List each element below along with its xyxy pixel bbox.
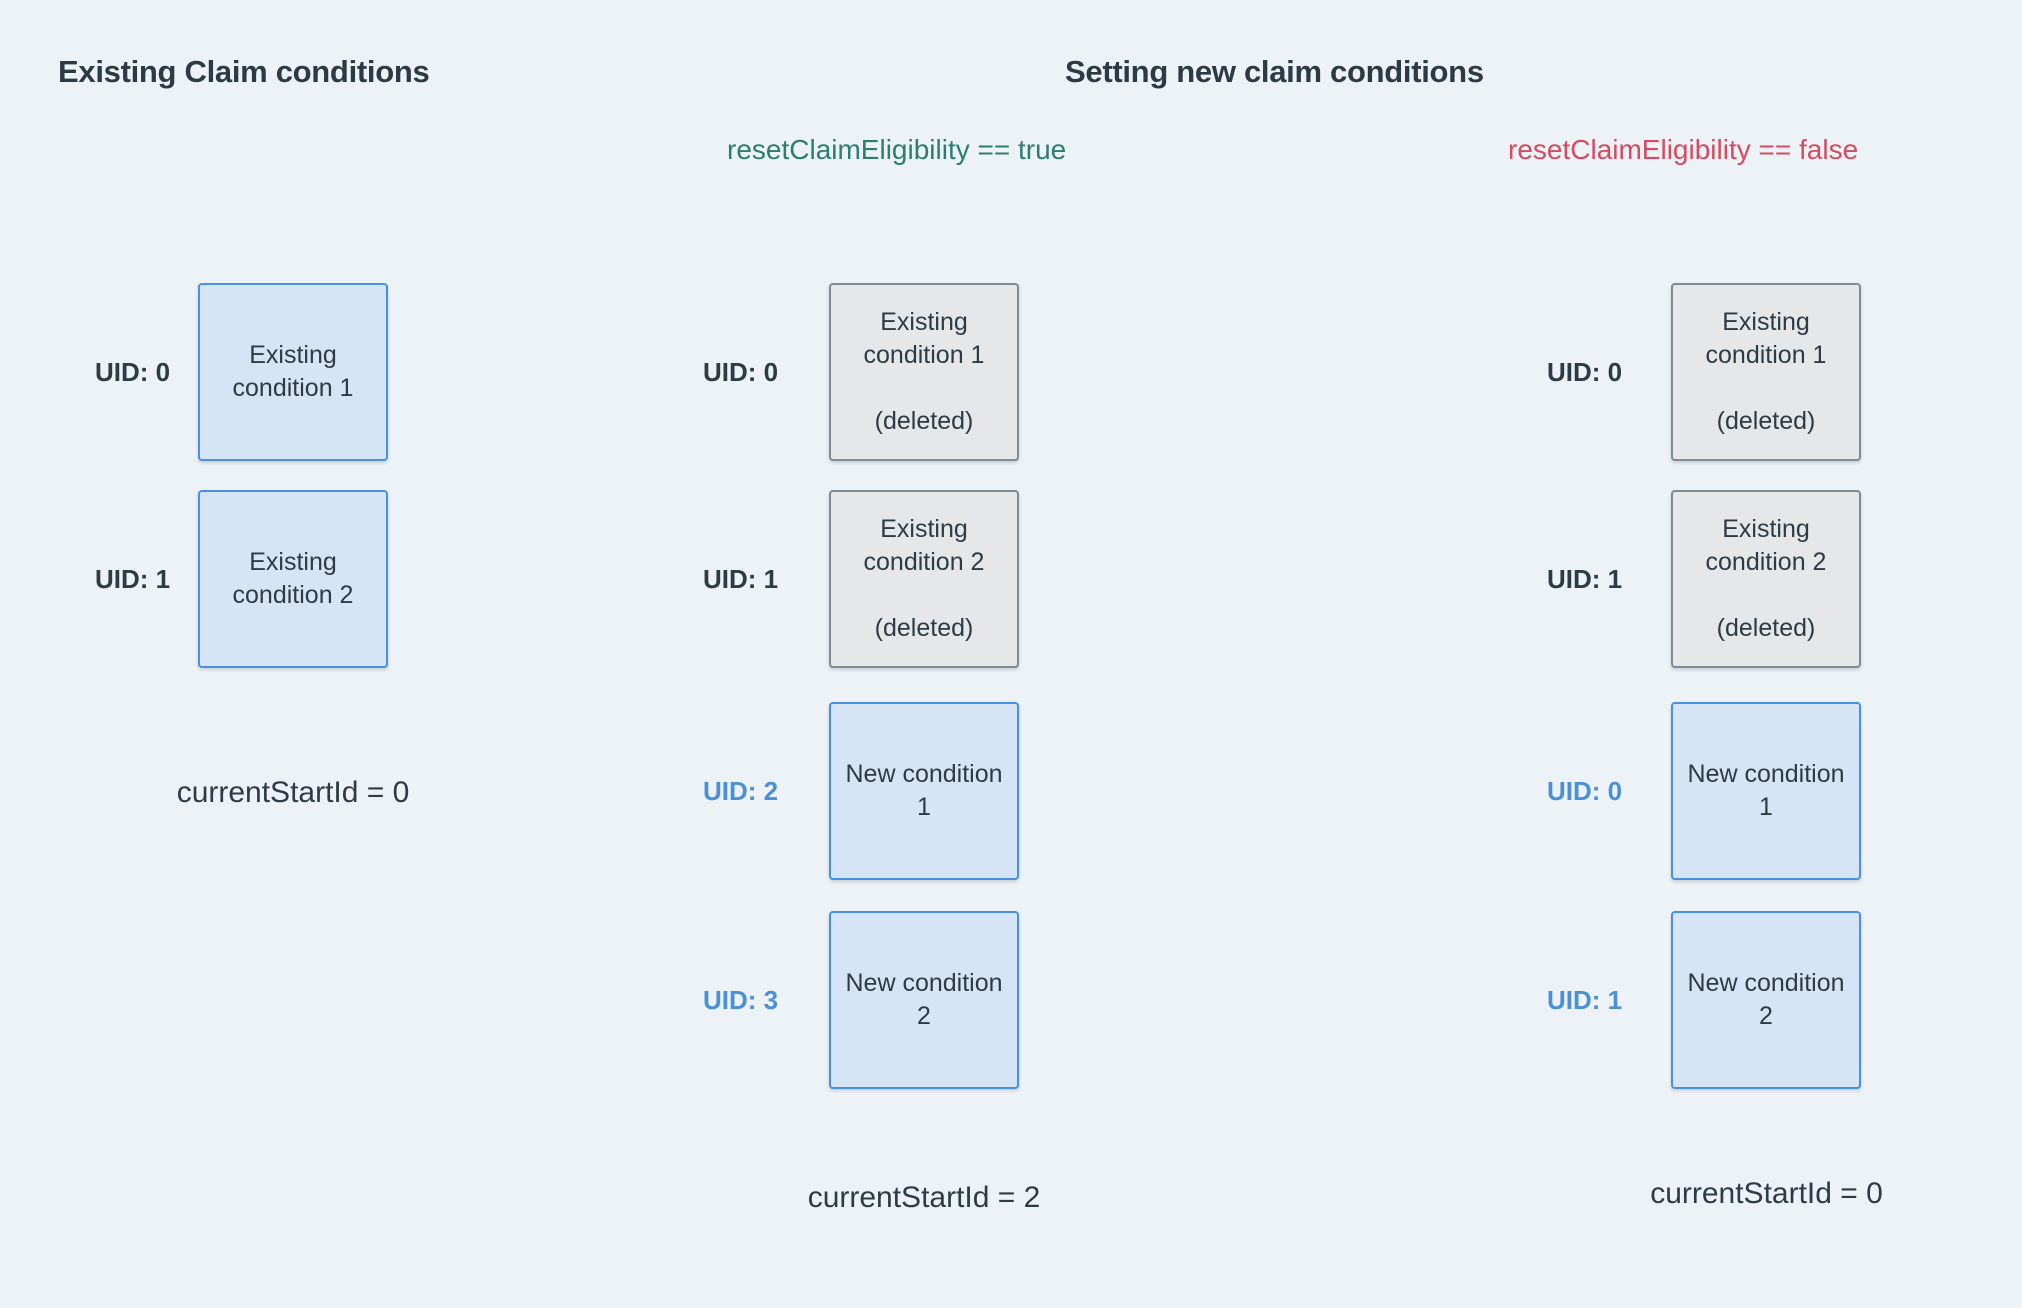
uid-label-true-row4: UID: 3 — [703, 984, 779, 1015]
current-start-id-existing: currentStartId = 0 — [176, 776, 410, 809]
uid-label-false-row3: UID: 0 — [1547, 775, 1623, 806]
box-text-line: New condition — [845, 969, 1003, 997]
uid-label-existing-row2: UID: 1 — [95, 563, 171, 594]
subtitle-reset-eligibility-false: resetClaimEligibility == false — [1508, 134, 1859, 165]
box-deleted-label: (deleted) — [874, 407, 974, 435]
condition-box-false-new-1: New condition 1 — [1671, 702, 1861, 880]
box-text-line: condition 1 — [232, 374, 354, 402]
condition-box-false-deleted-1: Existing condition 1 (deleted) — [1671, 283, 1861, 461]
box-text-line: condition 2 — [863, 548, 985, 576]
box-text-line: condition 1 — [863, 341, 985, 369]
condition-box-existing-2: Existing condition 2 — [198, 490, 388, 668]
condition-box-true-deleted-1: Existing condition 1 (deleted) — [829, 283, 1019, 461]
box-text-line: New condition — [845, 760, 1003, 788]
condition-box-existing-1: Existing condition 1 — [198, 283, 388, 461]
box-text-line: Existing — [1722, 308, 1810, 336]
condition-box-true-new-2: New condition 2 — [829, 911, 1019, 1089]
uid-label-false-row1: UID: 0 — [1547, 356, 1623, 387]
uid-label-false-row2: UID: 1 — [1547, 563, 1623, 594]
box-text-line: 1 — [1759, 793, 1773, 821]
uid-label-true-row1: UID: 0 — [703, 356, 779, 387]
box-text-line: New condition — [1687, 760, 1845, 788]
condition-box-false-new-2: New condition 2 — [1671, 911, 1861, 1089]
condition-box-true-new-1: New condition 1 — [829, 702, 1019, 880]
box-text-line: 2 — [1759, 1002, 1773, 1030]
box-text-line: condition 2 — [1705, 548, 1827, 576]
box-text-line: New condition — [1687, 969, 1845, 997]
title-existing-claim-conditions: Existing Claim conditions — [58, 54, 430, 89]
uid-label-true-row3: UID: 2 — [703, 775, 779, 806]
subtitle-reset-eligibility-true: resetClaimEligibility == true — [727, 134, 1067, 165]
box-text-line: condition 1 — [1705, 341, 1827, 369]
uid-label-true-row2: UID: 1 — [703, 563, 779, 594]
box-deleted-label: (deleted) — [874, 614, 974, 642]
box-text-line: 1 — [917, 793, 931, 821]
condition-box-true-deleted-2: Existing condition 2 (deleted) — [829, 490, 1019, 668]
box-deleted-label: (deleted) — [1716, 407, 1816, 435]
uid-label-existing-row1: UID: 0 — [95, 356, 171, 387]
box-text-line: Existing — [880, 308, 968, 336]
box-text-line: Existing — [880, 515, 968, 543]
box-deleted-label: (deleted) — [1716, 614, 1816, 642]
title-setting-new-claim-conditions: Setting new claim conditions — [1065, 54, 1484, 89]
uid-label-false-row4: UID: 1 — [1547, 984, 1623, 1015]
current-start-id-false: currentStartId = 0 — [1650, 1177, 1883, 1210]
box-text-line: Existing — [249, 548, 337, 576]
box-text-line: 2 — [917, 1002, 931, 1030]
box-text-line: condition 2 — [232, 581, 354, 609]
box-text-line: Existing — [1722, 515, 1810, 543]
condition-box-false-deleted-2: Existing condition 2 (deleted) — [1671, 490, 1861, 668]
box-text-line: Existing — [249, 341, 337, 369]
current-start-id-true: currentStartId = 2 — [807, 1181, 1041, 1214]
